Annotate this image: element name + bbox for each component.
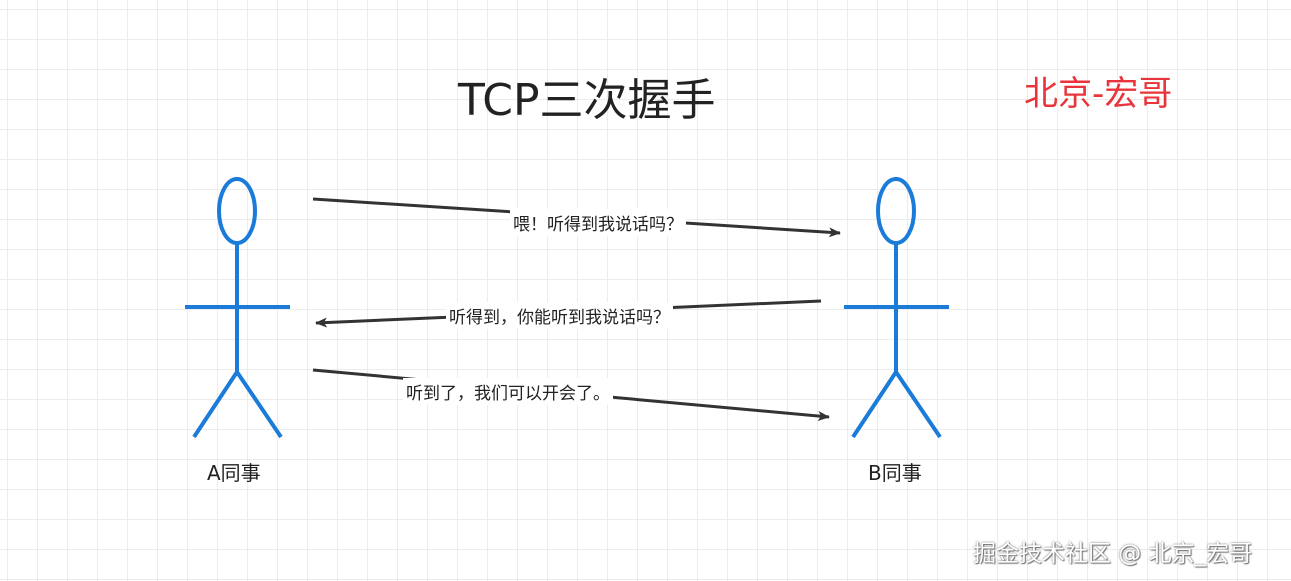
actor-b-left-leg — [851, 370, 898, 439]
actor-a-figure — [185, 177, 290, 439]
actor-a-left-leg — [192, 370, 239, 439]
actor-b-head — [876, 177, 916, 245]
author-watermark: 北京-宏哥 — [1024, 74, 1173, 114]
message-label-2: 听得到，你能听到我说话吗？ — [446, 302, 673, 329]
diagram-title: TCP三次握手 — [458, 75, 716, 126]
actor-a-head — [217, 177, 257, 245]
actor-b-right-leg — [894, 370, 942, 439]
message-label-1: 喂！听得到我说话吗？ — [510, 209, 686, 236]
actor-a-right-leg — [235, 370, 283, 439]
footer-watermark: 掘金技术社区 @ 北京_宏哥 — [973, 541, 1253, 567]
message-label-3: 听到了，我们可以开会了。 — [403, 378, 613, 405]
actor-b-figure — [844, 177, 949, 439]
actor-b-label: B同事 — [868, 461, 922, 485]
actor-a-label: A同事 — [207, 461, 261, 485]
